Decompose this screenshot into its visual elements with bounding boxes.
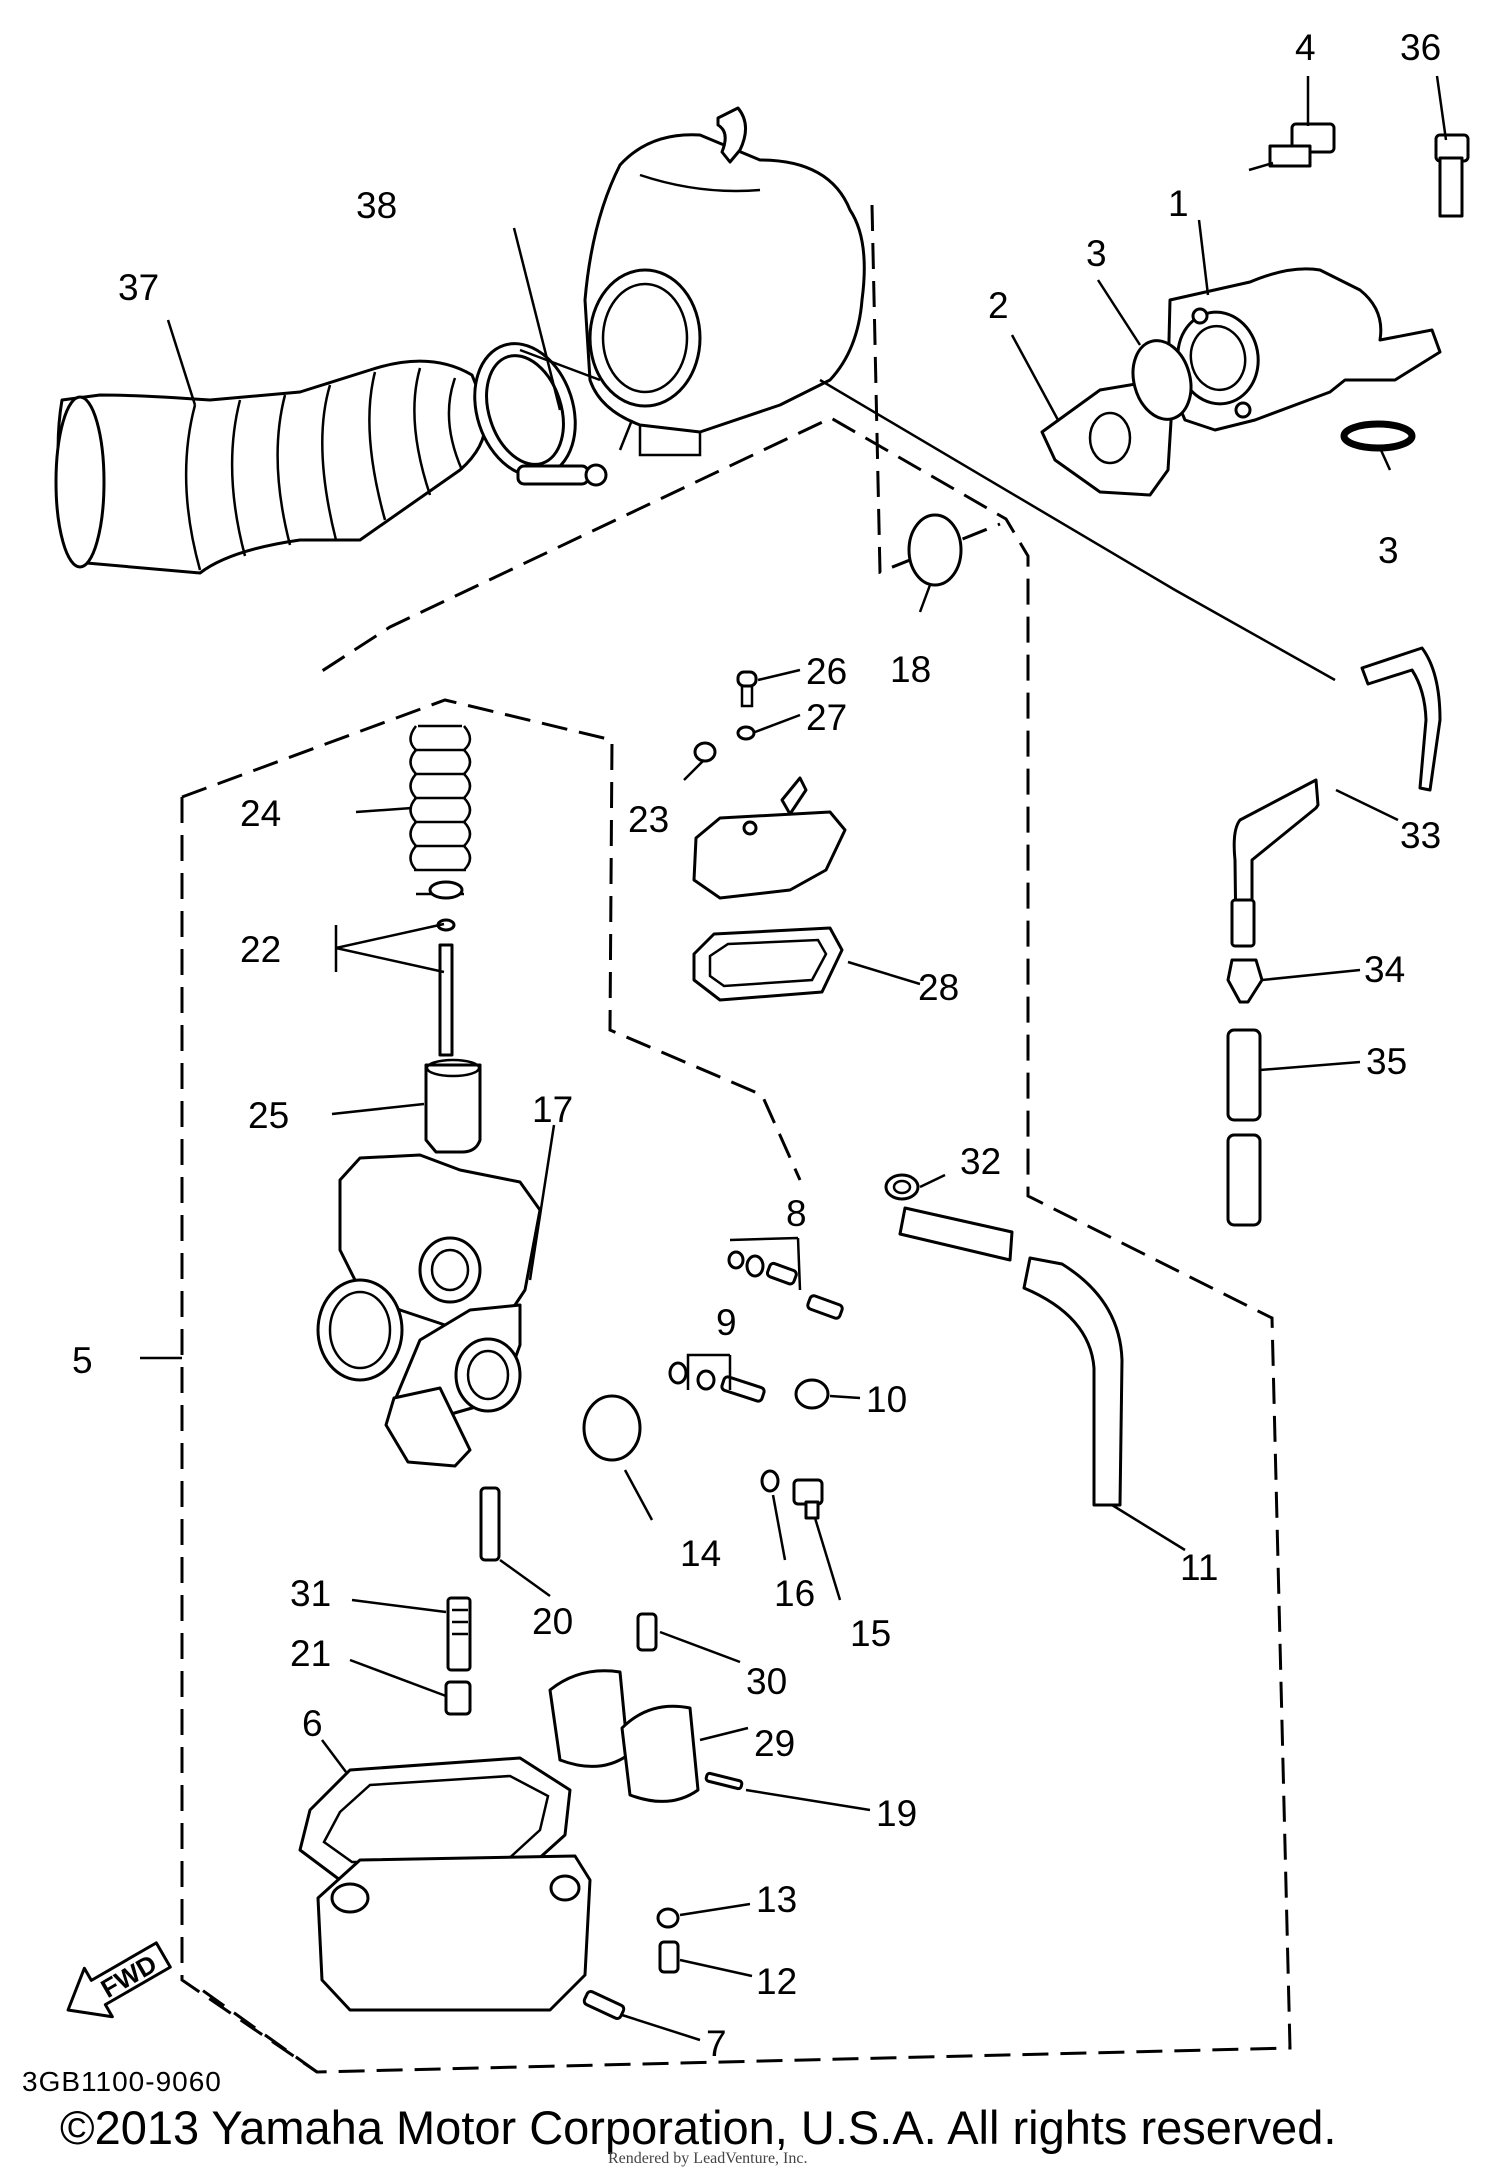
main-jet	[444, 1680, 472, 1716]
callout-19: 19	[876, 1793, 917, 1834]
callout-23: 23	[628, 799, 669, 840]
callout-9: 9	[716, 1302, 737, 1343]
copyright-notice: ©2013 Yamaha Motor Corporation, U.S.A. A…	[60, 2101, 1337, 2154]
pilot-screw-set	[727, 1250, 844, 1320]
drain-plug	[658, 1940, 680, 1974]
hose-clip	[884, 1173, 920, 1201]
seal-18	[907, 513, 963, 587]
callout-2: 2	[988, 285, 1009, 326]
callout-33: 33	[1400, 815, 1441, 856]
air-box-housing	[583, 106, 866, 457]
rendered-by-credit: Rendered by LeadVenture, Inc.	[608, 2150, 808, 2167]
callout-38: 38	[356, 185, 397, 226]
callout-24: 24	[240, 793, 281, 834]
hose-joint-34	[1226, 958, 1264, 1004]
cover-screw-15	[792, 1478, 824, 1520]
overflow-hose	[898, 1206, 1124, 1507]
callout-26: 26	[806, 651, 847, 692]
callout-numbers: 1 2 3 3 4 5 6 7 8 9 10 11 12 13 14 15 16…	[72, 27, 1441, 2064]
throttle-stop-screw-set	[668, 1361, 766, 1403]
vent-hose-upper	[1230, 646, 1442, 948]
float-needle-valve	[636, 1612, 658, 1652]
choke-plunger-cap	[582, 1394, 642, 1462]
callout-29: 29	[754, 1723, 795, 1764]
screw-washer	[736, 725, 756, 741]
callout-8: 8	[786, 1193, 807, 1234]
callout-22: 22	[240, 929, 281, 970]
callout-25: 25	[248, 1095, 289, 1136]
needle-jet	[479, 1486, 501, 1562]
top-nut	[693, 741, 717, 763]
carb-top-cover	[692, 776, 847, 900]
callout-16: 16	[774, 1573, 815, 1614]
drain-screw	[582, 1990, 626, 2020]
callout-27: 27	[806, 697, 847, 738]
callout-18: 18	[890, 649, 931, 690]
screw-washer-16	[760, 1469, 780, 1493]
callout-34: 34	[1364, 949, 1405, 990]
top-cover-gasket	[692, 926, 844, 1002]
fwd-arrow-icon: FWD	[66, 1941, 172, 2019]
throttle-screw-cap	[794, 1378, 830, 1410]
manifold-bolt-2	[1434, 133, 1470, 218]
carburetor-body	[316, 1153, 542, 1468]
callout-4: 4	[1295, 27, 1316, 68]
callout-3b: 3	[1378, 530, 1399, 571]
callout-37: 37	[118, 267, 159, 308]
callout-36: 36	[1400, 27, 1441, 68]
hose-section-35	[1226, 1028, 1262, 1227]
diagram-code: 3GB1100-9060	[22, 2066, 222, 2097]
assembly-boundary-throttle	[181, 698, 802, 1181]
intake-manifold	[1166, 267, 1442, 432]
callout-3a: 3	[1086, 233, 1107, 274]
top-screw	[736, 670, 758, 708]
o-ring-upper	[1131, 339, 1193, 421]
manifold-gasket	[1040, 378, 1174, 497]
callout-10: 10	[866, 1379, 907, 1420]
manifold-bolt	[1248, 122, 1336, 172]
callout-12: 12	[756, 1961, 797, 2002]
o-ring-lower	[1340, 420, 1416, 452]
float-pin	[704, 1771, 744, 1791]
jet-needle-set	[428, 880, 464, 1057]
callout-31: 31	[290, 1573, 331, 1614]
callout-13: 13	[756, 1879, 797, 1920]
callout-11: 11	[1180, 1547, 1218, 1588]
callout-21: 21	[290, 1633, 331, 1674]
callout-1: 1	[1168, 183, 1189, 224]
callout-6: 6	[302, 1703, 323, 1744]
callout-30: 30	[746, 1661, 787, 1702]
drain-washer	[656, 1907, 680, 1929]
callout-14: 14	[680, 1533, 721, 1574]
callout-5: 5	[72, 1340, 93, 1381]
assembly-boundary-outer	[180, 416, 1292, 2074]
callout-28: 28	[918, 967, 959, 1008]
leader-lines	[140, 75, 1448, 2042]
throttle-slide	[424, 1058, 482, 1154]
callout-17: 17	[532, 1089, 573, 1130]
callout-20: 20	[532, 1601, 573, 1642]
float	[548, 1669, 700, 1803]
assembly-boundary-left	[194, 1983, 318, 2074]
throttle-spring	[409, 724, 472, 896]
callout-32: 32	[960, 1141, 1001, 1182]
assembly-boundary-top	[870, 204, 1001, 575]
float-bowl-gasket	[298, 1756, 572, 1882]
intake-boot	[54, 359, 488, 575]
float-bowl	[316, 1854, 592, 2012]
callout-7: 7	[706, 2023, 727, 2064]
main-jet-holder	[446, 1596, 472, 1672]
callout-15: 15	[850, 1613, 891, 1654]
hose-clamp	[473, 342, 608, 487]
callout-35: 35	[1366, 1041, 1407, 1082]
